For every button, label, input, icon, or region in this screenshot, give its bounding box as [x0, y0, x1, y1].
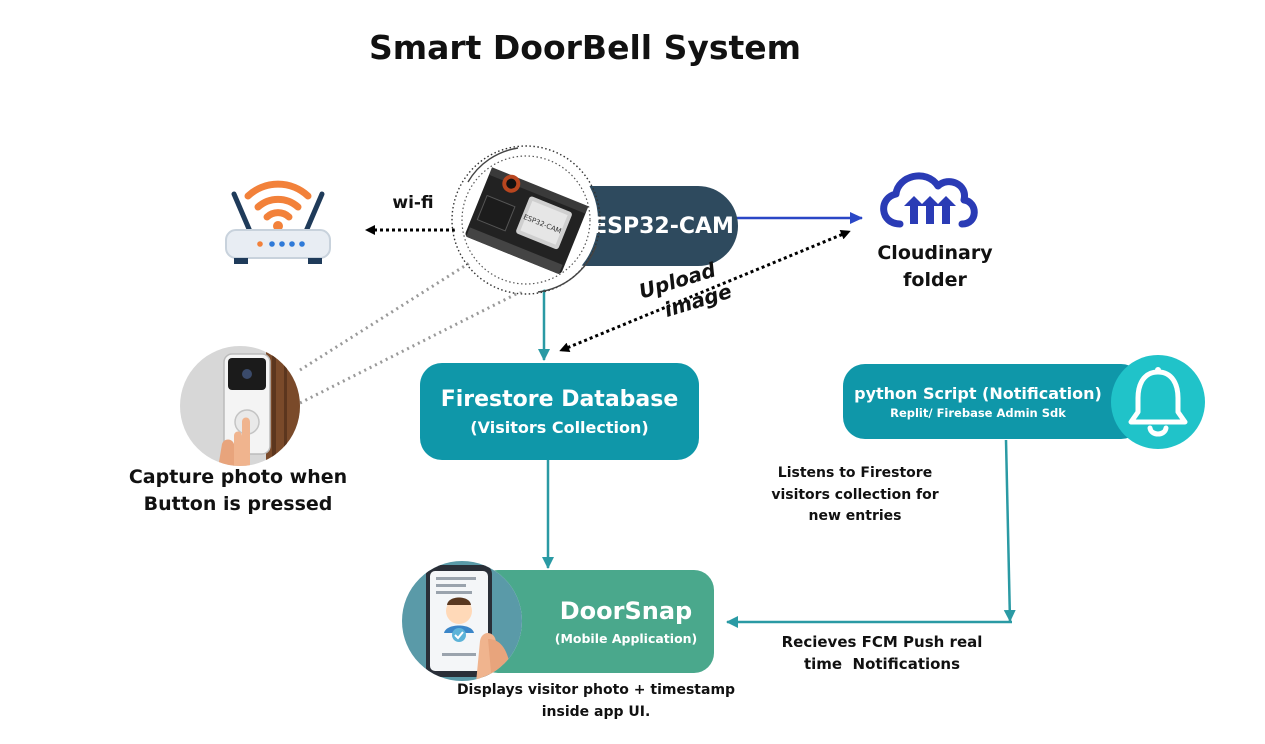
listens-label: Listens to Firestore visitors collection…: [760, 463, 950, 528]
python-script-node: python Script (Notification) Replit/ Fir…: [843, 364, 1143, 439]
bell-icon: [1111, 355, 1205, 449]
displays-label-line1: Displays visitor photo + timestamp: [456, 682, 736, 698]
listens-label-line1: Listens to Firestore: [777, 465, 933, 481]
fcm-label-line2: time Notifications: [803, 654, 961, 673]
listens-label-line2: visitors collection for: [771, 486, 939, 503]
esp32-cam-board-icon: ESP32-CAM: [451, 145, 601, 295]
doorbell-label-line2: Button is pressed: [143, 492, 333, 515]
router-wifi-icon: [225, 180, 331, 264]
wifi-label: wi-fi: [392, 193, 434, 213]
esp32-cam-label: ESP32-CAM: [592, 213, 734, 239]
fcm-label-line1: Recieves FCM Push real: [781, 633, 983, 651]
listens-label-line3: new entries: [808, 508, 902, 525]
edge-doorbell-esp32-b: [299, 280, 541, 405]
app-subtitle: (Mobile Application): [554, 631, 698, 646]
fcm-label: Recieves FCM Push real time Notification…: [776, 632, 988, 676]
firestore-database-node: Firestore Database (Visitors Collection): [420, 363, 699, 460]
doorbell-label-line1: Capture photo when: [128, 466, 348, 488]
edge-python-app: [1003, 439, 1016, 622]
python-subtitle: Replit/ Firebase Admin Sdk: [890, 405, 1066, 420]
cloudinary-label-line2: folder: [903, 268, 967, 291]
displays-label-line2: inside app UI.: [541, 703, 651, 720]
cloudinary-cloud-icon: [880, 172, 978, 228]
doorbell-label: Capture photo when Button is pressed: [128, 464, 348, 517]
phone-app-icon: [402, 561, 522, 681]
cloudinary-label-line1: Cloudinary: [877, 242, 993, 264]
app-title: DoorSnap: [559, 597, 693, 625]
firestore-subtitle: (Visitors Collection): [470, 417, 649, 437]
displays-label: Displays visitor photo + timestamp insid…: [450, 680, 742, 723]
cloudinary-label: Cloudinary folder: [860, 240, 1010, 293]
page-title: Smart DoorBell System: [368, 28, 802, 67]
firestore-title: Firestore Database: [440, 386, 679, 412]
doorbell-photo-icon: [180, 346, 300, 466]
python-title: python Script (Notification): [854, 383, 1102, 403]
